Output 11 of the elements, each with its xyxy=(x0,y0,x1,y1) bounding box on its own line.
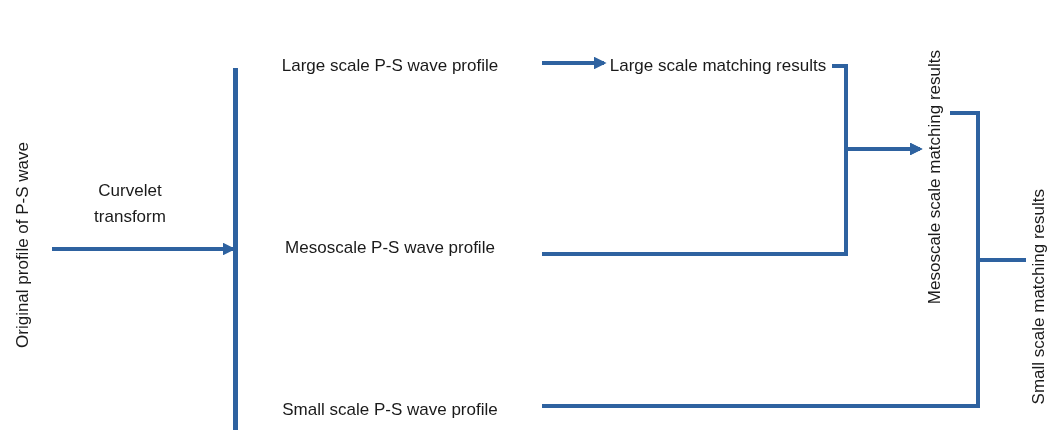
node-label: Small scale matching results xyxy=(1028,189,1050,405)
bracket-connector xyxy=(542,258,1026,408)
node-label: Small scale P-S wave profile xyxy=(282,399,498,422)
arrow xyxy=(542,56,607,70)
node-label: Large scale matching results xyxy=(609,55,827,78)
node-label: Large scale P-S wave profile xyxy=(281,55,499,78)
arrow xyxy=(52,242,236,256)
node-label: Original profile of P-S wave xyxy=(12,142,34,348)
node-label: Mesoscale P-S wave profile xyxy=(285,237,495,260)
node-label: Mesoscale scale matching results xyxy=(924,49,946,305)
arrow xyxy=(542,142,923,256)
